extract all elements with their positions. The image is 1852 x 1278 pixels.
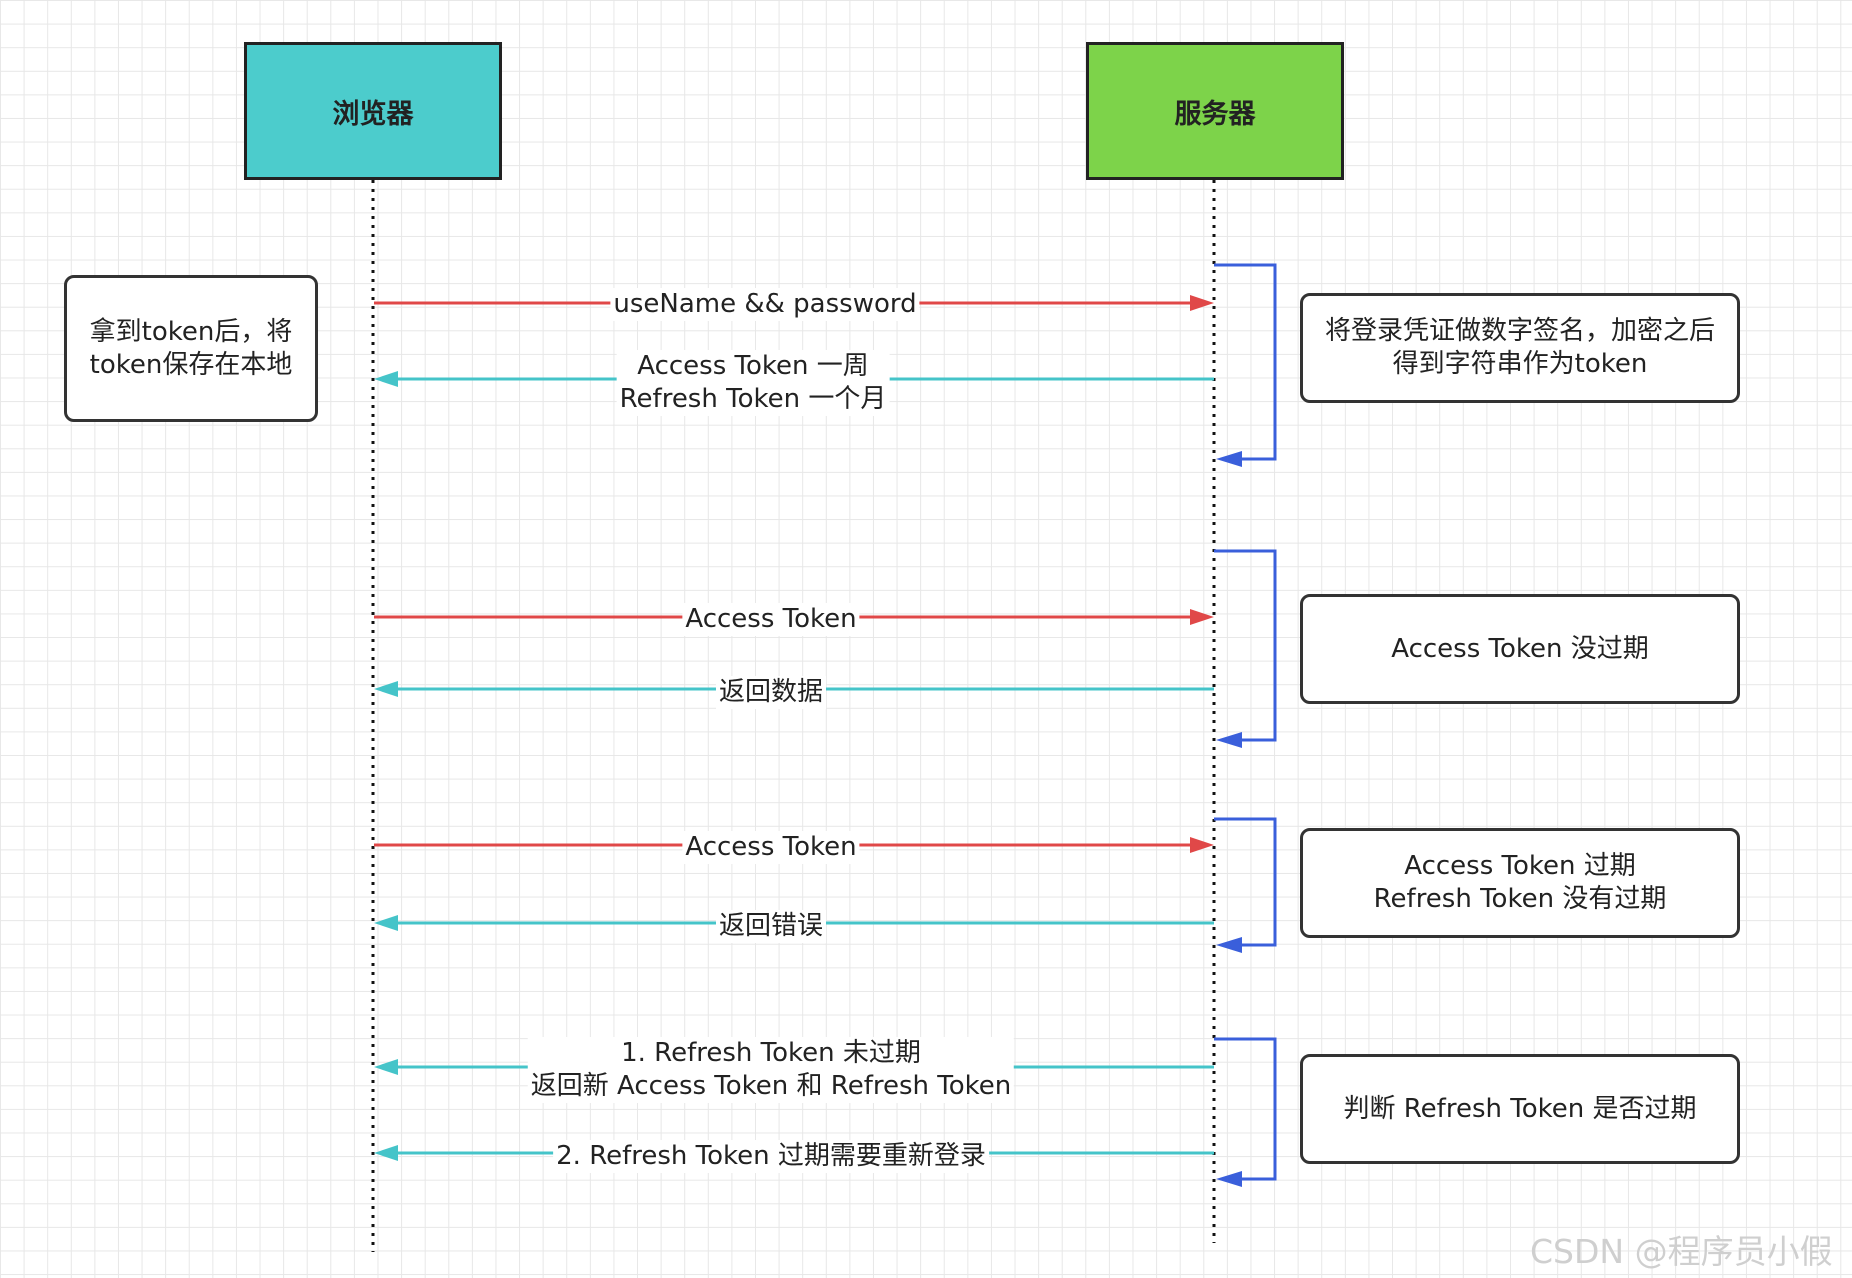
watermark-text: CSDN @程序员小假 [1530,1232,1833,1271]
refresh-ok-label: 1. Refresh Token 未过期 返回新 Access Token 和 … [527,1037,1015,1103]
server-actor: 服务器 [1086,42,1344,180]
server-actor-label: 服务器 [1174,98,1256,130]
access-request-2-label: Access Token [682,831,860,864]
valid-note: Access Token 没过期 [1300,594,1740,704]
refresh-note: 判断 Refresh Token 是否过期 [1300,1054,1740,1164]
data-response-label: 返回数据 [715,676,827,709]
login-note: 将登录凭证做数字签名，加密之后 得到字符串作为token [1300,293,1740,403]
activation-bracket-login [1214,263,1277,461]
login-response-arrowhead [374,371,398,387]
login-request-arrowhead [1190,295,1214,311]
refresh-expired-label: 2. Refresh Token 过期需要重新登录 [553,1140,989,1173]
activation-arrowhead-refresh [1216,1171,1242,1187]
access-request-2-arrowhead [1190,837,1214,853]
activation-bracket-expired [1214,817,1277,947]
browser-note: 拿到token后，将 token保存在本地 [64,275,318,422]
activation-arrowhead-expired [1216,937,1242,953]
browser-note-text: 拿到token后，将 token保存在本地 [89,316,293,380]
refresh-ok-arrowhead [374,1059,398,1075]
error-response-arrowhead [374,915,398,931]
error-response-label: 返回错误 [715,910,827,943]
activation-bracket-valid [1214,549,1277,742]
activation-arrowhead-login [1216,451,1242,467]
expired-note: Access Token 过期 Refresh Token 没有过期 [1300,828,1740,938]
data-response-arrowhead [374,681,398,697]
login-note-text: 将登录凭证做数字签名，加密之后 得到字符串作为token [1324,316,1715,379]
login-request-label: useName && password [610,288,920,321]
browser-actor-label: 浏览器 [332,98,414,130]
expired-note-text: Access Token 过期 Refresh Token 没有过期 [1373,851,1667,914]
valid-note-text: Access Token 没过期 [1391,633,1649,664]
browser-actor: 浏览器 [244,42,502,180]
access-request-1-label: Access Token [682,603,860,636]
access-request-1-arrowhead [1190,609,1214,625]
refresh-expired-arrowhead [374,1145,398,1161]
activation-bracket-refresh [1214,1037,1277,1181]
activation-arrowhead-valid [1216,732,1242,748]
login-response-label: Access Token 一周 Refresh Token 一个月 [616,350,890,416]
refresh-note-text: 判断 Refresh Token 是否过期 [1343,1093,1697,1124]
